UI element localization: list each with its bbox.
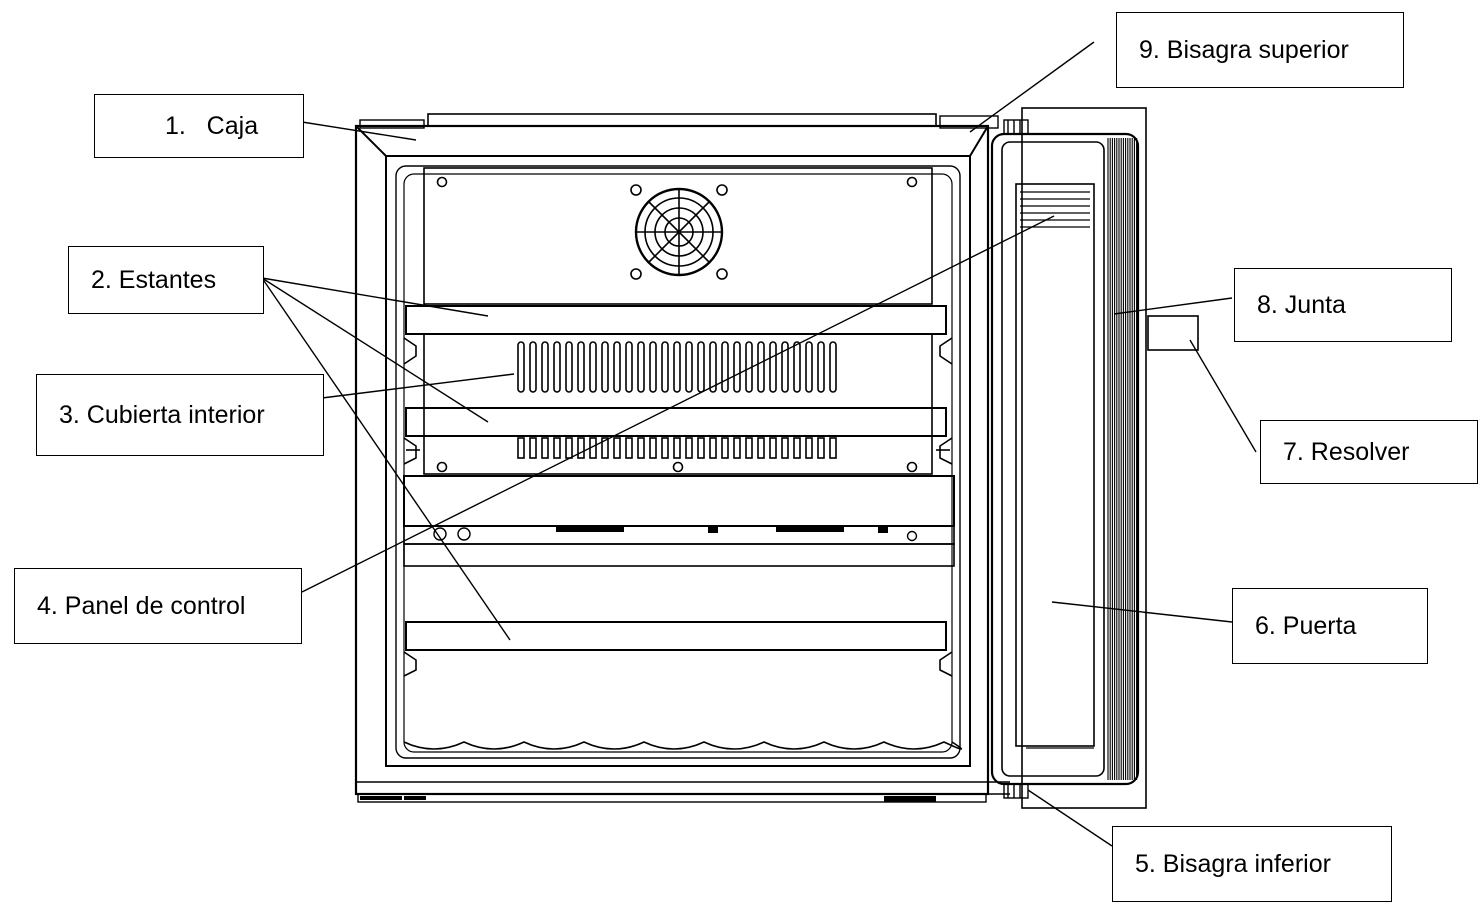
gasket [1107,138,1138,780]
leader-lines [261,41,1257,847]
rear-panel [423,167,933,305]
callout-resolver-label: 7. Resolver [1283,437,1410,466]
bottom-hinge [1003,783,1029,799]
callout-junta: 8. Junta [1234,268,1452,342]
cabinet [354,113,1010,803]
callout-bisagra-superior: 9. Bisagra superior [1116,12,1404,88]
callout-bisagra-superior-label: 9. Bisagra superior [1139,35,1349,64]
callout-junta-label: 8. Junta [1257,290,1346,319]
callout-bisagra-inferior-label: 5. Bisagra inferior [1135,849,1331,878]
handle [1147,315,1199,351]
callout-estantes: 2. Estantes [68,246,264,314]
control-panel [403,475,955,567]
callout-resolver: 7. Resolver [1260,420,1478,484]
callout-panel-control: 4. Panel de control [14,568,302,644]
bottom-tray [403,741,962,750]
callout-caja-label: 1. Caja [165,111,259,140]
callout-cubierta-interior: 3. Cubierta interior [36,374,324,456]
door [990,107,1147,809]
callout-puerta: 6. Puerta [1232,588,1428,664]
callout-cubierta-label: 3. Cubierta interior [59,400,265,429]
callout-panel-label: 4. Panel de control [37,591,246,620]
callout-puerta-label: 6. Puerta [1255,611,1357,640]
fan [630,184,728,280]
callout-bisagra-inferior: 5. Bisagra inferior [1112,826,1392,902]
shelves [405,305,947,651]
shelf-supports [403,337,953,677]
top-hinge [1003,119,1029,135]
callout-caja: 1. Caja [94,94,304,158]
callout-estantes-label: 2. Estantes [91,265,217,294]
